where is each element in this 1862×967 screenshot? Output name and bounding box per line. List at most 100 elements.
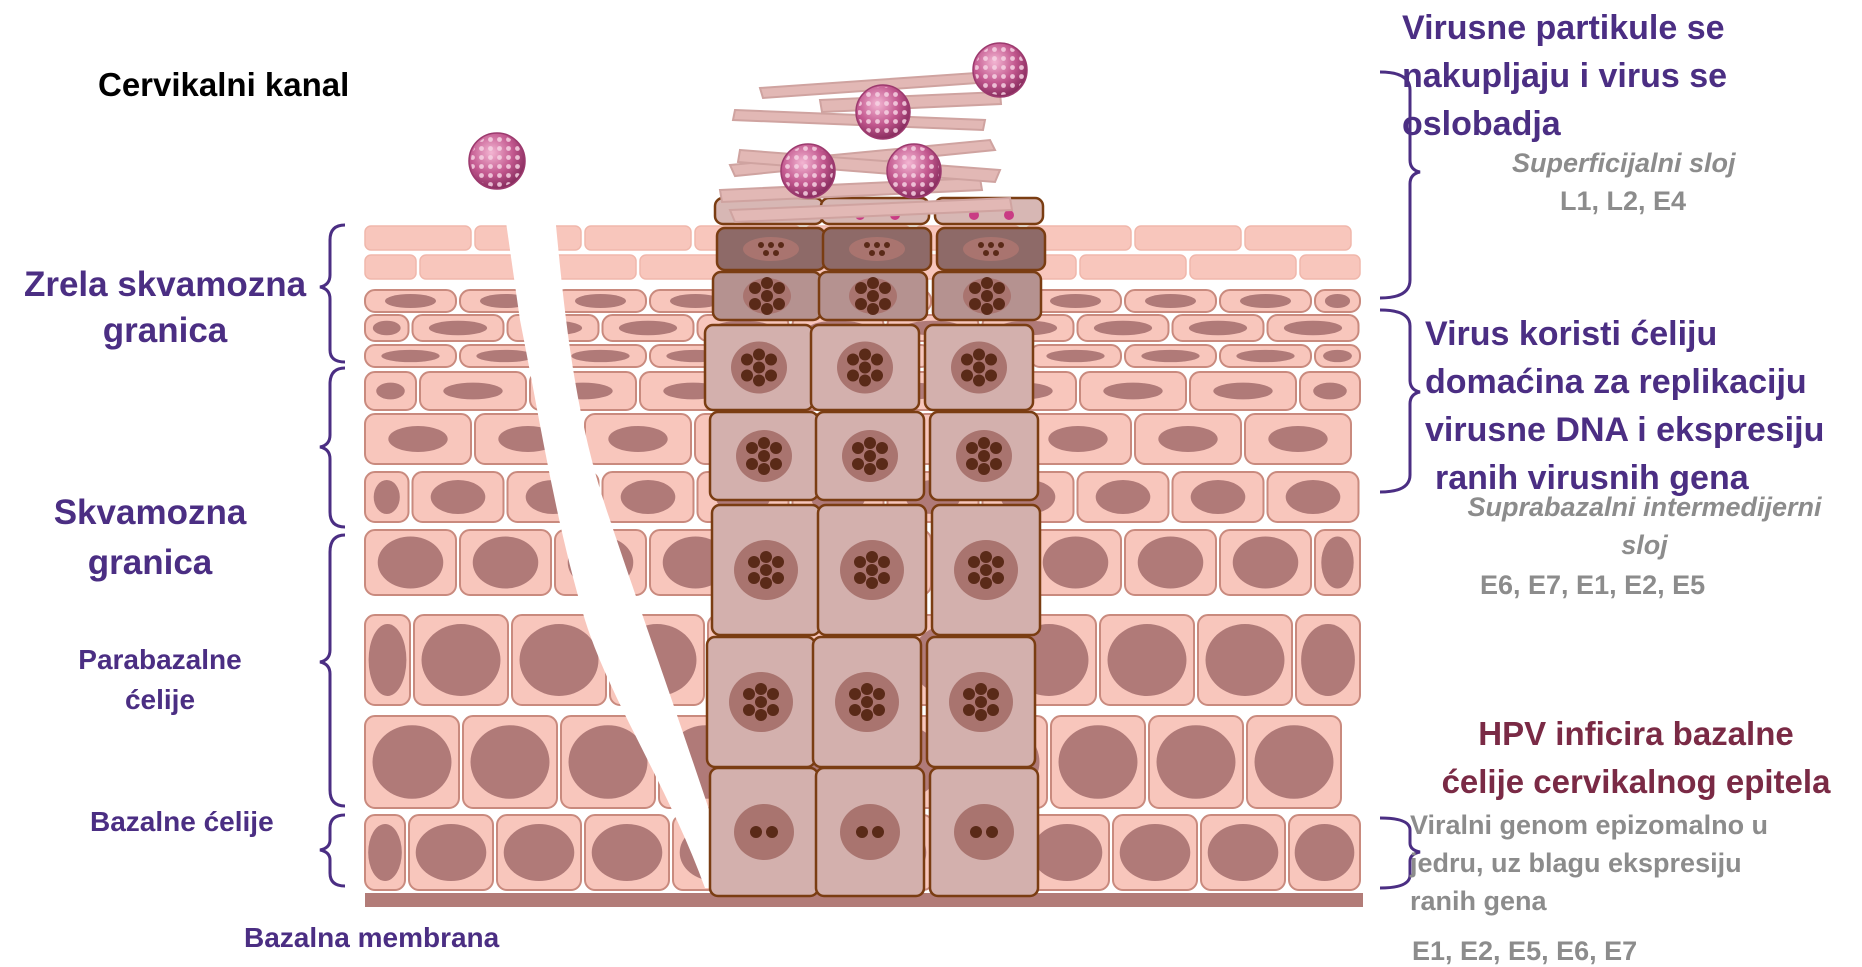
cell-nucleus: [571, 350, 629, 362]
hpv-virion: [781, 144, 835, 198]
epithelial-cell: [1125, 345, 1216, 367]
hpv-virion: [469, 133, 525, 189]
viral-episome: [874, 242, 880, 248]
epithelial-cell: [463, 716, 557, 808]
viral-episome: [758, 437, 770, 449]
cell-nucleus: [376, 383, 405, 400]
viral-episome: [852, 458, 864, 470]
infected-cell: [717, 228, 825, 270]
epithelial-cell: [1135, 414, 1241, 464]
viral-episome: [861, 683, 873, 695]
viral-episome: [978, 450, 990, 462]
viral-episome: [761, 290, 773, 302]
cell-nucleus: [1096, 480, 1151, 514]
bracket-parabasal: [320, 535, 345, 806]
infected-nucleus: [963, 237, 1019, 261]
epithelial-cell: [1100, 615, 1194, 705]
viral-episome: [987, 688, 999, 700]
epithelial-cell: [1051, 716, 1145, 808]
viral-episome: [864, 450, 876, 462]
viral-episome: [966, 442, 978, 454]
hpv-virion: [856, 85, 910, 139]
epithelial-cell: [1201, 815, 1285, 890]
viral-episome: [871, 354, 883, 366]
epithelial-cell: [365, 290, 456, 312]
viral-episome: [760, 564, 772, 576]
viral-episome: [867, 277, 879, 289]
viral-episome: [753, 362, 765, 374]
viral-episome: [753, 349, 765, 361]
hpv-virion: [887, 144, 941, 198]
label-suprabasal-genes: E6, E7, E1, E2, E5: [1480, 570, 1705, 601]
viral-episome: [866, 564, 878, 576]
viral-episome: [993, 298, 1005, 310]
viral-episome: [968, 572, 980, 584]
viral-episome: [854, 572, 866, 584]
viral-episome: [741, 370, 753, 382]
viral-episome: [748, 572, 760, 584]
infected-nucleus: [840, 804, 900, 860]
epithelial-cell: [1220, 290, 1311, 312]
cell-nucleus: [1325, 294, 1350, 308]
viral-episome: [998, 242, 1004, 248]
bracket-squamous: [320, 368, 345, 527]
viral-episome: [761, 303, 773, 315]
label-cervical-canal: Cervikalni kanal: [98, 66, 349, 104]
epithelial-cell: [365, 815, 405, 890]
infected-cell: [707, 637, 815, 767]
epithelial-cell: [1315, 530, 1360, 595]
cell-nucleus: [476, 350, 534, 362]
label-episomal-line2: jedru, uz blagu ekspresiju: [1410, 844, 1768, 882]
cell-nucleus: [1268, 426, 1327, 452]
viral-episome: [849, 704, 861, 716]
viral-episome: [854, 556, 866, 568]
label-episomal-genome: Viralni genom epizomalno u jedru, uz bla…: [1410, 806, 1768, 920]
viral-episome: [768, 242, 774, 248]
cell-nucleus: [1255, 725, 1334, 799]
cell-nucleus: [1032, 824, 1103, 881]
cell-nucleus: [381, 350, 439, 362]
infected-cell-column: [705, 198, 1045, 896]
viral-episome: [778, 242, 784, 248]
viral-episome: [753, 375, 765, 387]
label-episomal-line3: ranih gena: [1410, 882, 1768, 920]
cell-nucleus: [1138, 537, 1204, 589]
infected-nucleus: [734, 804, 794, 860]
viral-episome: [992, 556, 1004, 568]
viral-episome: [992, 572, 1004, 584]
infected-nucleus: [743, 237, 799, 261]
label-squamous-line1: Skvamozna: [20, 488, 280, 538]
epithelial-cell: [1190, 372, 1296, 410]
label-superficial-layer: Superficijalni sloj: [1512, 148, 1736, 179]
viral-episome: [973, 362, 985, 374]
epithelial-cell: [365, 472, 409, 522]
epithelial-cell: [365, 345, 456, 367]
viral-episome: [986, 826, 998, 838]
epithelial-cell: [1245, 414, 1351, 464]
cell-nucleus: [374, 480, 400, 514]
cell-nucleus: [1094, 321, 1152, 336]
cell-nucleus: [1050, 294, 1101, 308]
viral-episome: [761, 277, 773, 289]
epithelial-cell: [585, 414, 691, 464]
infected-cell: [811, 325, 919, 410]
viral-episome: [763, 250, 769, 256]
viral-episome: [765, 370, 777, 382]
viral-episome: [847, 354, 859, 366]
epithelial-cell: [1268, 472, 1359, 522]
epithelial-cell: [1125, 290, 1216, 312]
epithelial-cell: [1198, 615, 1292, 705]
epithelial-cell: [1300, 255, 1360, 279]
viral-episome: [765, 354, 777, 366]
epithelial-cell: [420, 372, 526, 410]
viral-episome: [978, 463, 990, 475]
viral-episome: [861, 696, 873, 708]
cell-nucleus: [1295, 824, 1355, 881]
viral-episome: [867, 303, 879, 315]
cell-nucleus: [619, 321, 677, 336]
epithelial-cell: [1030, 345, 1121, 367]
cell-nucleus: [1120, 824, 1191, 881]
infected-cell: [937, 228, 1045, 270]
viral-episome: [866, 577, 878, 589]
epithelial-cell: [365, 615, 410, 705]
